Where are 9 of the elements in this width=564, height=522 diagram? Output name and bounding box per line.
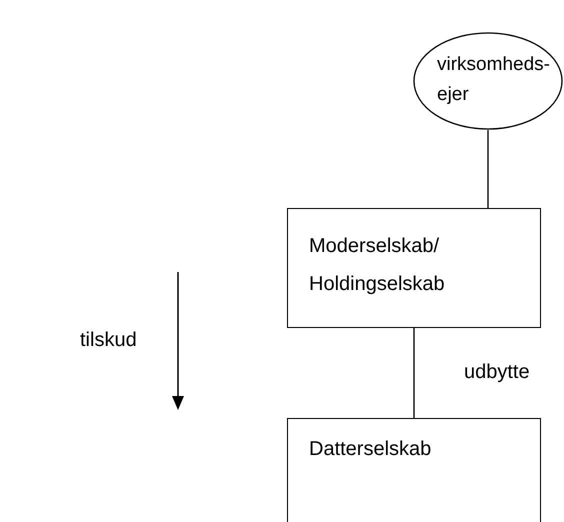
company-box bbox=[287, 208, 541, 328]
company-box bbox=[287, 418, 541, 522]
node-text: Datterselskab bbox=[309, 437, 432, 462]
connector-line bbox=[413, 328, 415, 418]
node-text: virksomheds- ejer bbox=[437, 53, 551, 107]
edge-label: udbytte bbox=[464, 361, 530, 384]
owner-ellipse bbox=[413, 32, 563, 130]
connector-line bbox=[487, 130, 489, 208]
node-text: Moderselskab/ Holdingselskab bbox=[309, 234, 446, 297]
